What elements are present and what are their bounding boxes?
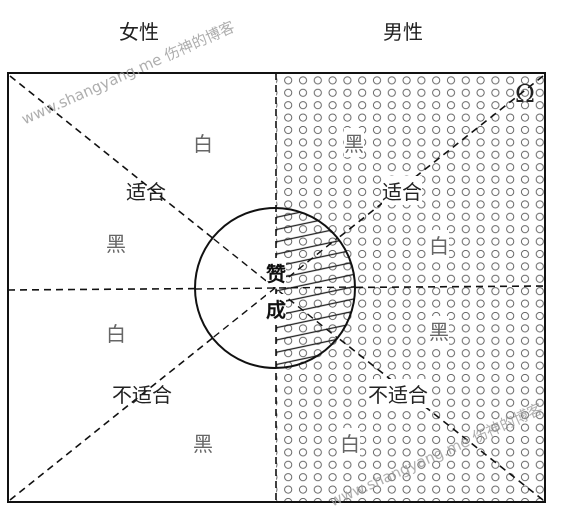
female-top-black: 黑 — [106, 232, 126, 256]
male-bottom-white: 白 — [340, 428, 360, 457]
omega-symbol: Ω — [515, 80, 535, 108]
female-top-suitable: 适合 — [126, 180, 166, 204]
male-top-white: 白 — [429, 230, 449, 259]
male-top-suitable: 适合 — [382, 176, 422, 205]
male-bottom-unsuitable: 不适合 — [368, 379, 428, 408]
female-bottom-white: 白 — [106, 322, 126, 346]
center-circle — [194, 207, 356, 369]
center-label-approve-2: 成 — [266, 294, 286, 323]
center-label-approve-1: 赞 — [266, 258, 286, 287]
header-female: 女性 — [119, 20, 159, 44]
male-bottom-black: 黑 — [429, 316, 449, 345]
male-top-black: 黑 — [344, 128, 364, 157]
female-top-white: 白 — [193, 132, 213, 156]
female-bottom-unsuitable: 不适合 — [112, 383, 172, 407]
header-male: 男性 — [383, 20, 423, 44]
female-bottom-black: 黑 — [193, 432, 213, 456]
